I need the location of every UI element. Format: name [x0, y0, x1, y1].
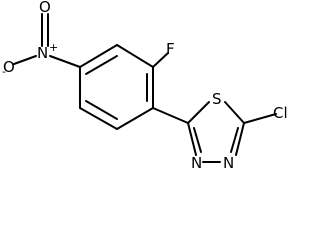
chlorine-label: Cl	[273, 104, 288, 122]
aryl-thiadiazole-bond	[152, 107, 189, 124]
chlorine-bond	[243, 113, 277, 124]
ring-n-right-label: N	[223, 154, 234, 172]
nitro-n-label: N	[37, 44, 48, 62]
oxygen-left-charge: -	[2, 65, 6, 78]
benzene-ring	[79, 44, 154, 130]
fluorine-bond	[152, 52, 169, 68]
oxygen-left-label: O	[3, 58, 15, 76]
nitro-bonds	[13, 13, 81, 68]
fluorine-label: F	[166, 40, 175, 58]
oxygen-top-label: O	[39, 0, 51, 16]
nitro-n-charge: +	[49, 41, 58, 54]
ring-n-left-label: N	[191, 154, 202, 172]
sulfur-label: S	[212, 90, 222, 108]
thiadiazole-ring	[187, 101, 245, 163]
structure-diagram: O N + O - F S Cl N N	[2, 0, 288, 172]
